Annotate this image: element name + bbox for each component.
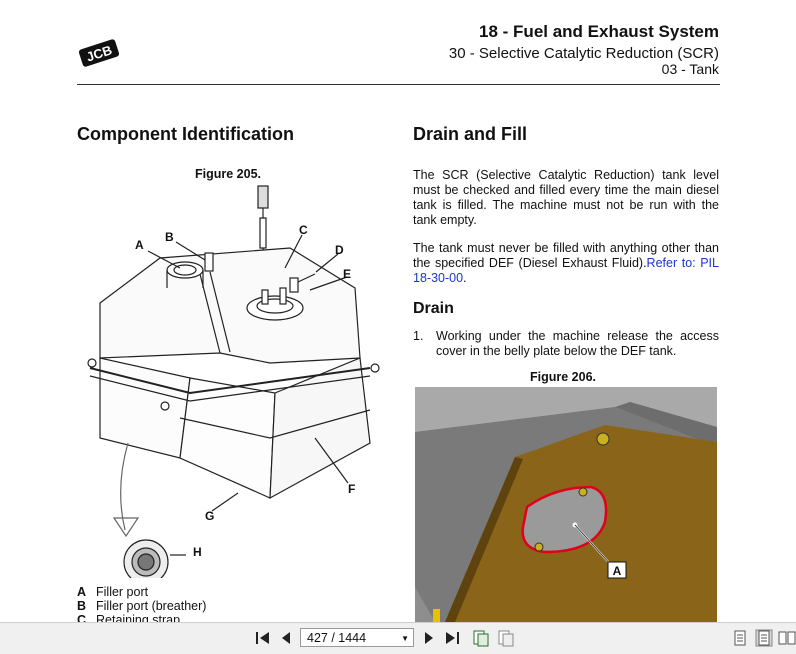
chevron-down-icon: ▼: [401, 634, 409, 643]
belly-plate-illustration: A: [415, 387, 717, 622]
callout-e: E: [343, 267, 351, 281]
callout-d: D: [335, 243, 344, 257]
drain-and-fill-heading: Drain and Fill: [413, 124, 528, 144]
callout-g: G: [205, 509, 214, 523]
section-subtitle: 30 - Selective Catalytic Reduction (SCR): [448, 45, 719, 62]
continuous-view-icon[interactable]: [755, 629, 773, 647]
pil-reference-link[interactable]: Refer to: PIL 18-30-00: [413, 256, 719, 285]
page-number-value: 427 / 1444: [307, 631, 367, 645]
svg-text:JCB: JCB: [84, 42, 113, 64]
component-identification-heading: Component Identification: [77, 124, 294, 144]
figure-206-callout-a: A: [613, 564, 622, 578]
subsection-label: 03 - Tank: [661, 61, 719, 77]
pdf-viewer-toolbar: 427 / 1444 ▼: [0, 622, 796, 654]
callout-b: B: [165, 230, 174, 244]
chapter-title: 18 - Fuel and Exhaust System: [479, 22, 719, 41]
callout-f: F: [348, 482, 355, 496]
callout-a: A: [135, 238, 144, 252]
two-page-view-icon[interactable]: [497, 629, 515, 647]
first-page-icon[interactable]: [254, 629, 272, 647]
next-page-icon[interactable]: [420, 629, 438, 647]
callout-h: H: [193, 545, 202, 559]
single-page-view-icon[interactable]: [472, 629, 490, 647]
last-page-icon[interactable]: [443, 629, 461, 647]
drain-heading: Drain: [413, 300, 454, 317]
paragraph-tank-level: The SCR (Selective Catalytic Reduction) …: [413, 168, 719, 227]
callout-c: C: [299, 223, 308, 237]
jcb-logo: JCB: [78, 39, 120, 67]
prev-page-icon[interactable]: [277, 629, 295, 647]
page-number-select[interactable]: 427 / 1444 ▼: [300, 628, 414, 647]
paragraph-def-warning: The tank must never be filled with anyth…: [413, 241, 719, 285]
scroll-view-icon[interactable]: [731, 629, 749, 647]
def-tank-illustration: A B C D E F G H: [87, 185, 380, 578]
document-page: JCB 18 - Fuel and Exhaust System 30 - Se…: [77, 22, 720, 622]
figure-206-caption: Figure 206.: [530, 370, 596, 384]
header-rule: [77, 84, 720, 85]
facing-view-icon[interactable]: [778, 629, 796, 647]
figure-205-caption: Figure 205.: [195, 167, 261, 181]
